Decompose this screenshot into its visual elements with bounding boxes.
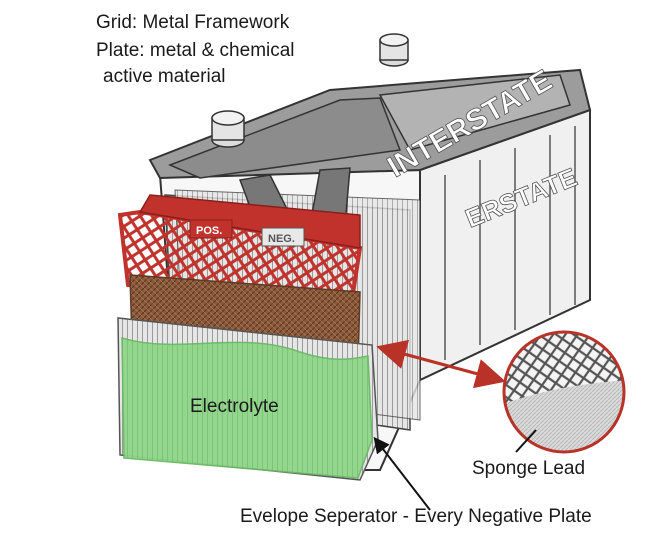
electrolyte-label: Electrolyte <box>190 396 279 417</box>
plate-label-line2: active material <box>103 66 226 87</box>
plate-label-line1: Plate: metal & chemical <box>96 40 295 61</box>
pos-terminal-label: POS. <box>196 225 222 237</box>
envelope-separator-label: Evelope Seperator - Every Negative Plate <box>240 506 592 527</box>
envelope-pointer <box>373 436 431 511</box>
sponge-pointer <box>515 429 537 453</box>
sponge-lead-zoom <box>502 330 626 454</box>
sponge-lead-label: Sponge Lead <box>472 458 586 479</box>
electrolyte-fill <box>121 336 373 479</box>
neg-terminal-label: NEG. <box>268 233 295 245</box>
zoom-arrow <box>376 339 506 389</box>
grid-label: Grid: Metal Framework <box>96 12 290 33</box>
terminal-posts <box>211 33 409 148</box>
